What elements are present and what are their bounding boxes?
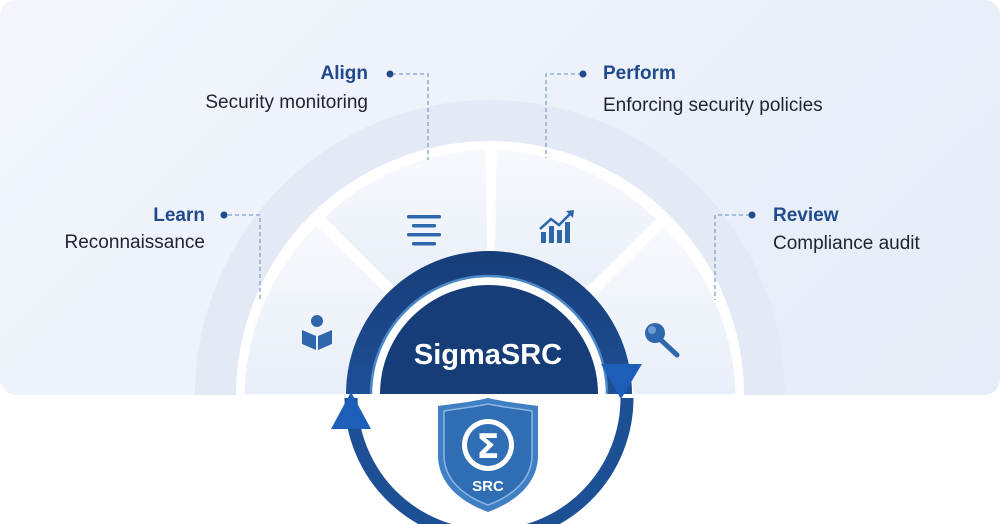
connector-lines [228,73,750,300]
phase-desc-perform: Enforcing security policies [603,95,823,116]
connector-dot-review [748,211,756,219]
segment-perform [494,149,656,291]
connector-align [392,73,429,160]
book-reader-icon [302,315,332,350]
magnifier-icon [645,323,680,358]
phase-title-perform: Perform [603,63,676,84]
phase-title-align: Align [320,63,369,84]
badge-label: SRC [472,478,504,495]
center-label: SigmaSRC [414,339,562,371]
connector-dot-learn [220,211,228,219]
src-shield-badge: Σ SRC [438,398,538,512]
phase-title-learn: Learn [153,205,205,226]
connector-learn [228,214,261,300]
connector-review [714,214,750,300]
center-dome [380,285,598,394]
phase-desc-review: Compliance audit [773,233,920,254]
phase-desc-align: Security monitoring [205,92,368,113]
align-lines-icon [407,215,441,246]
cycle-ring-arc [346,251,632,394]
connector-dots [220,70,756,219]
cycle-return-arc [344,397,634,524]
connector-dot-perform [579,70,587,78]
phase-title-review: Review [773,205,839,226]
cycle-arrow-right [601,364,642,399]
bar-chart-trend-icon [539,210,574,243]
connector-dot-align [386,70,394,78]
connector-perform [545,73,582,158]
segment-align [324,149,488,290]
sigma-symbol: Σ [476,427,499,467]
cycle-arrow-left [331,392,371,429]
segments [244,149,736,395]
segment-review [591,226,736,395]
cycle-ring-stripe [369,274,609,395]
phase-desc-learn: Reconnaissance [64,232,205,253]
